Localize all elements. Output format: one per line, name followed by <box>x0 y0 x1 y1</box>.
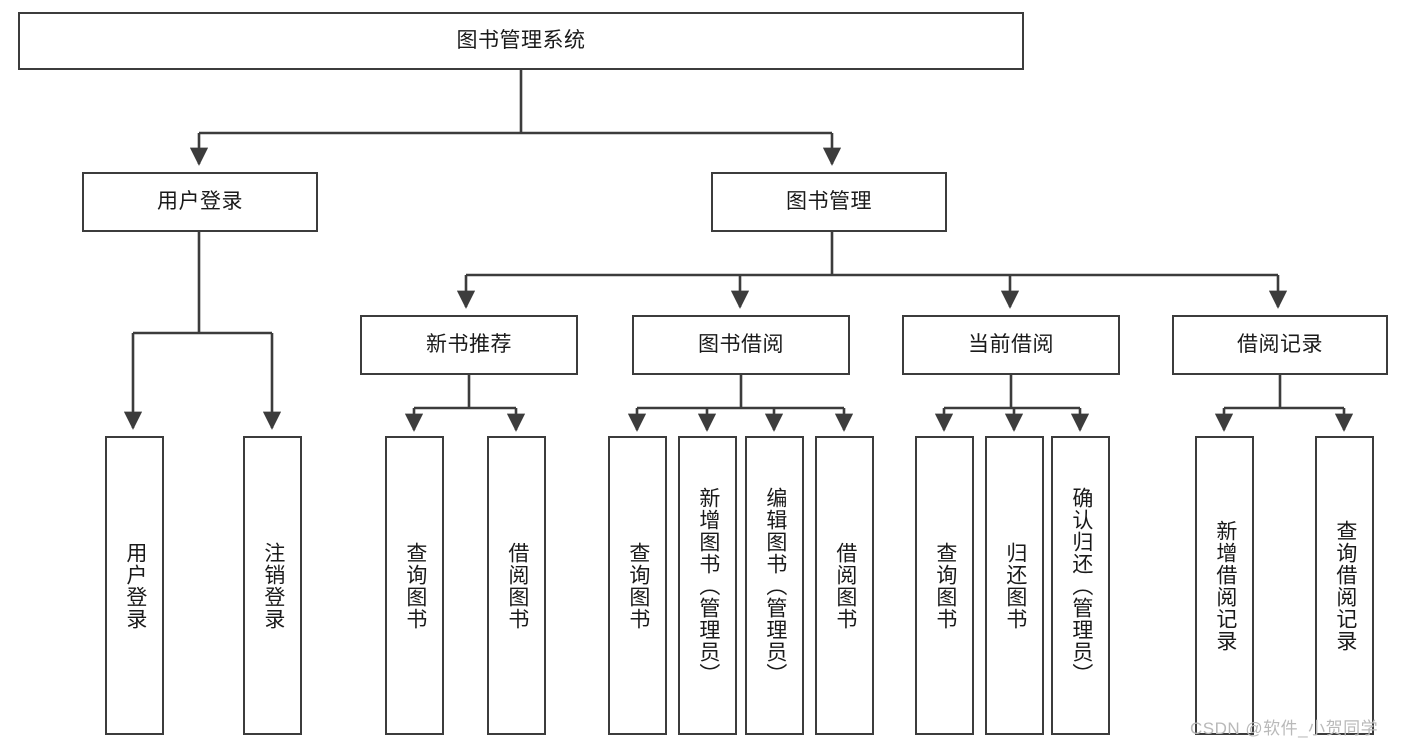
node-leaf-edit-book[interactable]: 编辑图书（管理员） <box>745 436 804 735</box>
node-book-manage-label: 图书管理 <box>786 189 872 213</box>
node-current-borrow-label: 当前借阅 <box>968 332 1054 356</box>
node-book-manage[interactable]: 图书管理 <box>711 172 947 232</box>
node-leaf-logout-label: 注销登录 <box>261 541 285 630</box>
node-leaf-borrow-book-1[interactable]: 借阅图书 <box>487 436 546 735</box>
node-leaf-query-book-3[interactable]: 查询图书 <box>915 436 974 735</box>
node-borrow-record-label: 借阅记录 <box>1237 332 1323 356</box>
node-leaf-query-book-2-label: 查询图书 <box>626 541 650 630</box>
node-leaf-query-book-1-label: 查询图书 <box>403 541 427 630</box>
node-leaf-confirm-return[interactable]: 确认归还（管理员） <box>1051 436 1110 735</box>
node-leaf-query-book-1[interactable]: 查询图书 <box>385 436 444 735</box>
node-current-borrow[interactable]: 当前借阅 <box>902 315 1120 375</box>
csdn-watermark: CSDN @软件_小贺同学 <box>1190 719 1379 738</box>
node-leaf-return-book-label: 归还图书 <box>1003 541 1027 630</box>
node-leaf-borrow-book-2[interactable]: 借阅图书 <box>815 436 874 735</box>
node-leaf-add-book[interactable]: 新增图书（管理员） <box>678 436 737 735</box>
node-user-login[interactable]: 用户登录 <box>82 172 318 232</box>
node-book-borrow-label: 图书借阅 <box>698 332 784 356</box>
node-leaf-add-record[interactable]: 新增借阅记录 <box>1195 436 1254 735</box>
node-leaf-borrow-book-2-label: 借阅图书 <box>833 541 857 630</box>
node-leaf-user-login[interactable]: 用户登录 <box>105 436 164 735</box>
node-new-book-recommend[interactable]: 新书推荐 <box>360 315 578 375</box>
node-leaf-add-book-label: 新增图书（管理员） <box>696 486 720 685</box>
node-borrow-record[interactable]: 借阅记录 <box>1172 315 1388 375</box>
node-leaf-edit-book-label: 编辑图书（管理员） <box>763 486 787 685</box>
node-leaf-user-login-label: 用户登录 <box>123 541 147 630</box>
node-leaf-add-record-label: 新增借阅记录 <box>1213 519 1237 652</box>
node-root[interactable]: 图书管理系统 <box>18 12 1024 70</box>
node-leaf-logout[interactable]: 注销登录 <box>243 436 302 735</box>
node-user-login-label: 用户登录 <box>157 189 243 213</box>
node-leaf-query-book-2[interactable]: 查询图书 <box>608 436 667 735</box>
node-leaf-query-record[interactable]: 查询借阅记录 <box>1315 436 1374 735</box>
node-leaf-return-book[interactable]: 归还图书 <box>985 436 1044 735</box>
node-root-label: 图书管理系统 <box>456 28 586 52</box>
node-new-book-recommend-label: 新书推荐 <box>426 332 512 356</box>
node-leaf-query-record-label: 查询借阅记录 <box>1333 519 1357 652</box>
node-leaf-query-book-3-label: 查询图书 <box>933 541 957 630</box>
node-book-borrow[interactable]: 图书借阅 <box>632 315 850 375</box>
node-leaf-confirm-return-label: 确认归还（管理员） <box>1069 486 1093 685</box>
node-leaf-borrow-book-1-label: 借阅图书 <box>505 541 529 630</box>
